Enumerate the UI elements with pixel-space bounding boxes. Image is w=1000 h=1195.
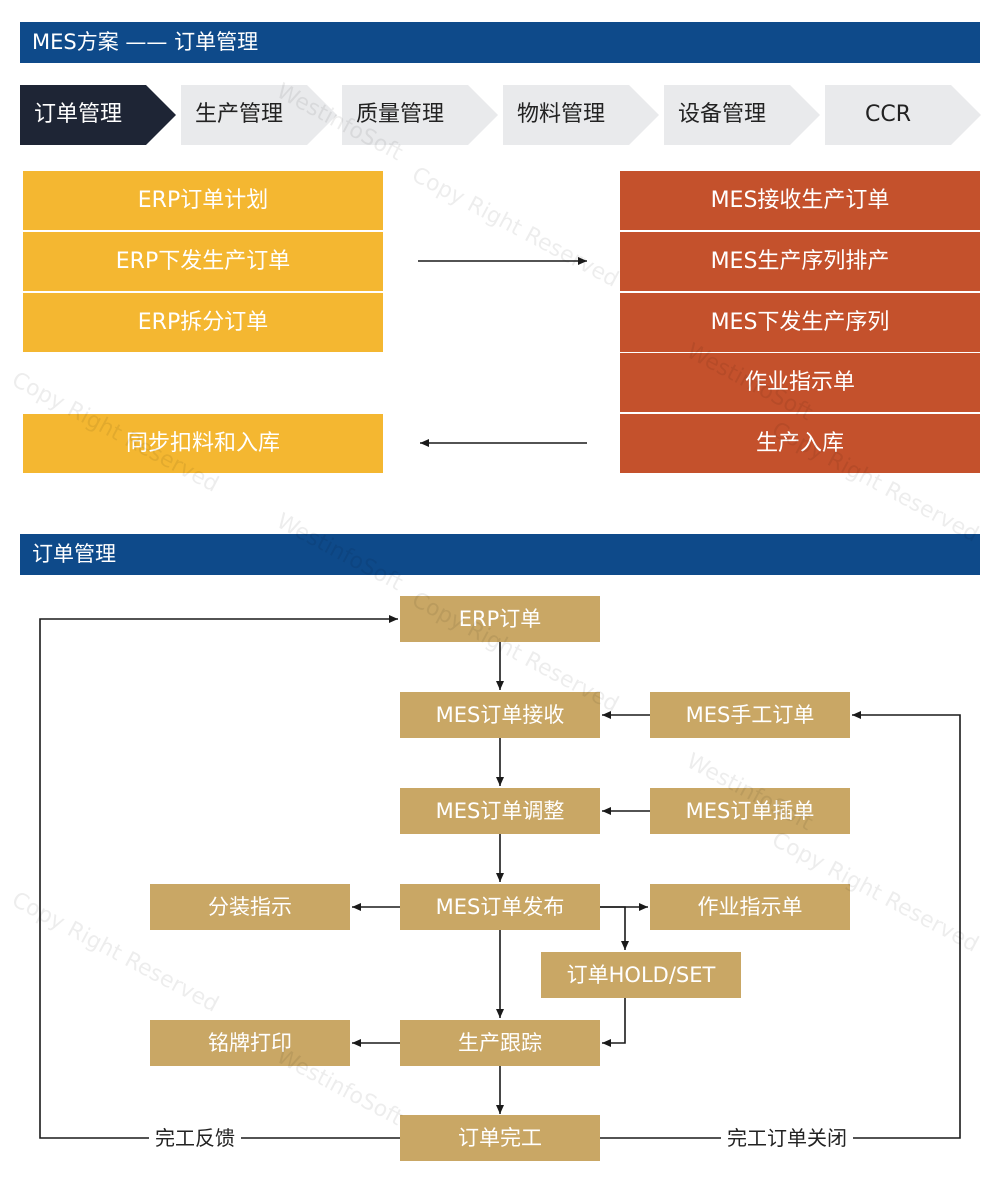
- step-ccr[interactable]: CCR: [825, 85, 981, 145]
- node-mes-publish: MES订单发布: [400, 884, 600, 930]
- node-erp-order: ERP订单: [400, 596, 600, 642]
- erp-item-release: ERP下发生产订单: [23, 232, 383, 291]
- mes-item-release: MES下发生产序列: [620, 293, 980, 352]
- node-order-complete: 订单完工: [400, 1115, 600, 1161]
- mes-item-stock-in: 生产入库: [620, 414, 980, 473]
- node-mes-receive: MES订单接收: [400, 692, 600, 738]
- node-hold-set: 订单HOLD/SET: [541, 952, 741, 998]
- erp-item-plan: ERP订单计划: [23, 171, 383, 230]
- node-mes-manual: MES手工订单: [650, 692, 850, 738]
- mes-item-instruction: 作业指示单: [620, 353, 980, 412]
- step-quality-management[interactable]: 质量管理: [342, 85, 498, 145]
- edge-label-close: 完工订单关闭: [721, 1125, 853, 1151]
- section-header-title: 订单管理: [32, 542, 116, 566]
- arrow-hold-to-tracking: [602, 998, 626, 1047]
- step-order-management[interactable]: 订单管理: [20, 85, 176, 145]
- node-mes-insert: MES订单插单: [650, 788, 850, 834]
- top-header-title: MES方案 —— 订单管理: [32, 30, 259, 54]
- top-header-bar: MES方案 —— 订单管理: [20, 22, 980, 63]
- node-work-instruction: 作业指示单: [650, 884, 850, 930]
- node-nameplate-print: 铭牌打印: [150, 1020, 350, 1066]
- mes-item-receive: MES接收生产订单: [620, 171, 980, 230]
- section-header-bar: 订单管理: [20, 534, 980, 575]
- mes-item-schedule: MES生产序列排产: [620, 232, 980, 291]
- step-material-management[interactable]: 物料管理: [503, 85, 659, 145]
- process-steps: 订单管理 生产管理 质量管理 物料管理 设备管理 CCR: [20, 85, 980, 145]
- arrow-publish-to-hold: [600, 906, 629, 950]
- step-equipment-management[interactable]: 设备管理: [664, 85, 820, 145]
- edge-label-feedback: 完工反馈: [149, 1125, 241, 1151]
- node-production-tracking: 生产跟踪: [400, 1020, 600, 1066]
- erp-item-split: ERP拆分订单: [23, 293, 383, 352]
- erp-item-sync: 同步扣料和入库: [23, 414, 383, 473]
- step-production-management[interactable]: 生产管理: [181, 85, 337, 145]
- node-mes-adjust: MES订单调整: [400, 788, 600, 834]
- node-dispatch-instruction: 分装指示: [150, 884, 350, 930]
